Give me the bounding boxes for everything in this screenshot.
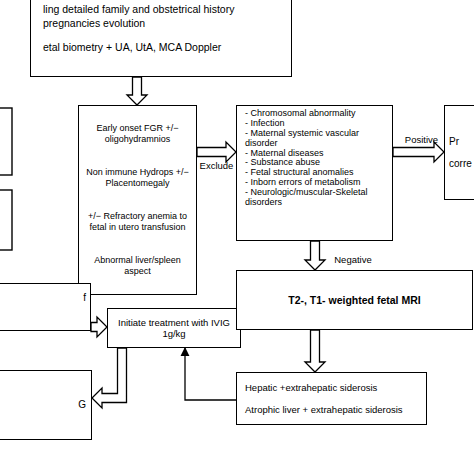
node-text: - Maternal systemic vascular disorder — [245, 129, 386, 149]
process-box: f — [0, 283, 91, 331]
node-text: ling detailed family and obstetrical his… — [43, 3, 234, 16]
criteria-box: Early onset FGR +/− oligohydramniosNon i… — [78, 105, 197, 295]
block-arrow — [127, 77, 147, 105]
process-box: T2-, T1- weighted fetal MRI — [236, 270, 473, 330]
exclusion-list-box: - Chromosomal abnormality- Infection- Ma… — [236, 105, 393, 241]
node-text: - Maternal diseases — [245, 149, 324, 159]
block-arrow — [393, 142, 444, 162]
edge-label: Exclude — [200, 160, 234, 171]
node-text: - Infection — [245, 119, 285, 129]
node-text: - Substance abuse — [245, 158, 320, 168]
connector-arrow — [185, 348, 236, 400]
node-text: - Chromosomal abnormality — [245, 109, 356, 119]
node-text: Pr corre — [449, 131, 473, 175]
node-text: f — [83, 292, 86, 304]
process-box: G — [0, 370, 92, 440]
edge-label: Negative — [334, 253, 372, 264]
node-text: Atrophic liver + extrahepatic siderosis — [245, 404, 403, 415]
node-text: - Inborn errors of metabolism — [245, 178, 361, 188]
node-text: Abnormal liver/spleen aspect — [81, 255, 194, 277]
node-text: G — [78, 399, 86, 411]
process-box: ling detailed family and obstetrical his… — [30, 0, 292, 77]
block-arrow — [91, 317, 107, 337]
cropped-box — [0, 190, 12, 250]
node-text: etal biometry + UA, UtA, MCA Doppler — [43, 41, 221, 54]
node-text: - Fetal structural anomalies — [245, 168, 354, 178]
node-text: - Neurologic/muscular-Skeletal disorders — [245, 188, 386, 208]
block-arrow — [305, 241, 325, 270]
node-text: Early onset FGR +/− oligohydramnios — [81, 123, 194, 145]
criteria-box: Hepatic +extrahepatic siderosisAtrophic … — [236, 372, 427, 425]
edge-label: Positive — [405, 134, 438, 145]
process-box: Initiate treatment with IVIG 1g/kg — [107, 308, 241, 348]
node-text: Non immune Hydrops +/− Placentomegaly — [81, 167, 194, 189]
node-text: T2-, T1- weighted fetal MRI — [288, 294, 420, 307]
node-text: +/− Refractory anemia to fetal in utero … — [81, 211, 194, 233]
block-arrow — [92, 348, 127, 408]
node-text: pregnancies evolution — [43, 17, 145, 30]
block-arrow — [305, 330, 325, 372]
cropped-box — [0, 108, 12, 175]
node-text: Initiate treatment with IVIG 1g/kg — [112, 317, 236, 340]
process-box: Pr corre — [444, 105, 474, 200]
node-text: Hepatic +extrahepatic siderosis — [245, 382, 377, 393]
block-arrow — [197, 142, 236, 162]
